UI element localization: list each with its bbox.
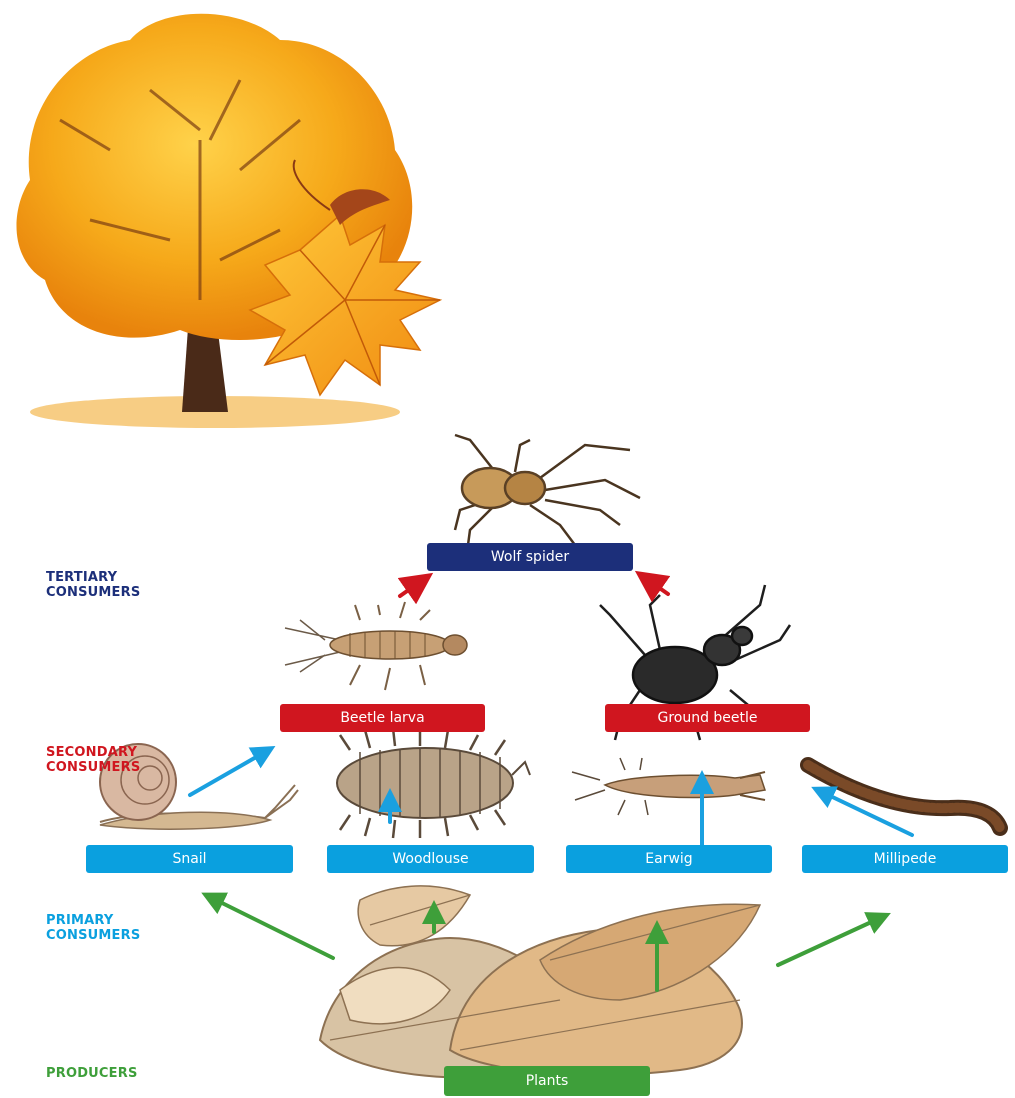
wolf-spider-image — [455, 435, 640, 545]
level-label-secondary: SECONDARY CONSUMERS — [46, 745, 140, 775]
beetle-larva-image — [285, 602, 467, 690]
millipede-box: Millipede — [802, 845, 1008, 873]
woodlouse-box: Woodlouse — [327, 845, 534, 873]
snail-box: Snail — [86, 845, 293, 873]
wolf-spider-box: Wolf spider — [427, 543, 633, 571]
autumn-tree-image — [16, 14, 440, 428]
arrow-plants-to-snail — [212, 898, 333, 958]
level-label-tertiary: TERTIARY CONSUMERS — [46, 570, 140, 600]
arrow-larva-to-spider — [400, 582, 420, 596]
arrow-beetle-to-spider — [648, 580, 668, 594]
level-label-producers: PRODUCERS — [46, 1066, 138, 1081]
beetle-larva-box: Beetle larva — [280, 704, 485, 732]
plants-box: Plants — [444, 1066, 650, 1096]
arrow-snail-to-larva — [190, 752, 265, 795]
millipede-image — [808, 765, 1000, 828]
level-label-primary: PRIMARY CONSUMERS — [46, 913, 140, 943]
arrows — [190, 580, 912, 990]
ground-beetle-box: Ground beetle — [605, 704, 810, 732]
arrow-plants-to-millipede — [778, 918, 880, 965]
earwig-image — [572, 758, 765, 815]
woodlouse-image — [337, 728, 530, 838]
dead-leaves-image — [320, 886, 760, 1078]
earwig-box: Earwig — [566, 845, 772, 873]
